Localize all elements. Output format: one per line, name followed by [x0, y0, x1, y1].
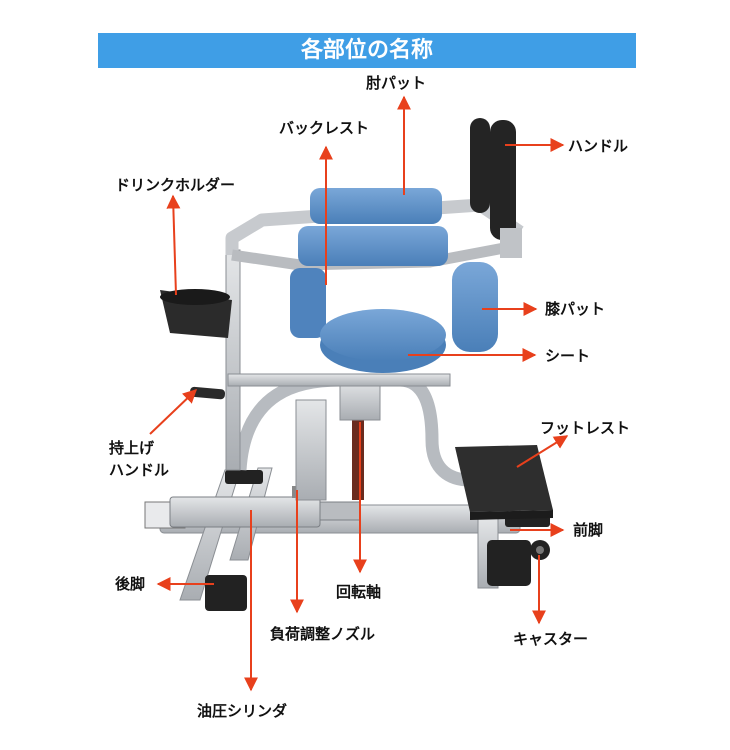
label-backrest: バックレスト — [279, 119, 370, 137]
drink-holder — [160, 289, 232, 338]
label-lift-handle-line1: 持上げ — [109, 439, 155, 457]
lift-handle — [189, 386, 226, 400]
arrow-drink-holder — [166, 194, 181, 296]
seat-cushion — [320, 309, 446, 373]
arrow-lift-handle — [149, 389, 198, 435]
rear-leg — [205, 470, 263, 611]
handle-grips — [470, 118, 522, 258]
page-title: 各部位の名称 — [98, 33, 636, 68]
label-footrest: フットレスト — [540, 419, 631, 437]
label-load-nozzle: 負荷調整ノズル — [270, 625, 376, 643]
center-post — [295, 379, 381, 501]
footrest-plate — [455, 445, 553, 520]
label-knee-pad: 膝パット — [545, 300, 606, 318]
label-lift-handle-line2: ハンドル — [109, 461, 170, 479]
backrest-cushion — [290, 188, 448, 338]
label-rear-leg: 後脚 — [115, 575, 146, 593]
caster-wheel — [530, 540, 550, 560]
label-handle: ハンドル — [568, 137, 629, 155]
callout-arrows — [149, 95, 569, 692]
knee-pad — [452, 262, 498, 352]
label-seat: シート — [545, 347, 591, 365]
label-caster: キャスター — [513, 630, 589, 648]
label-rotation-axis: 回転軸 — [336, 583, 382, 601]
label-drink-holder: ドリンクホルダー — [115, 176, 236, 194]
label-armpad: 肘パット — [366, 74, 427, 92]
arrow-footrest — [516, 435, 569, 468]
label-hydraulic-cylinder: 油圧シリンダ — [197, 702, 288, 720]
label-front-leg: 前脚 — [573, 521, 604, 539]
